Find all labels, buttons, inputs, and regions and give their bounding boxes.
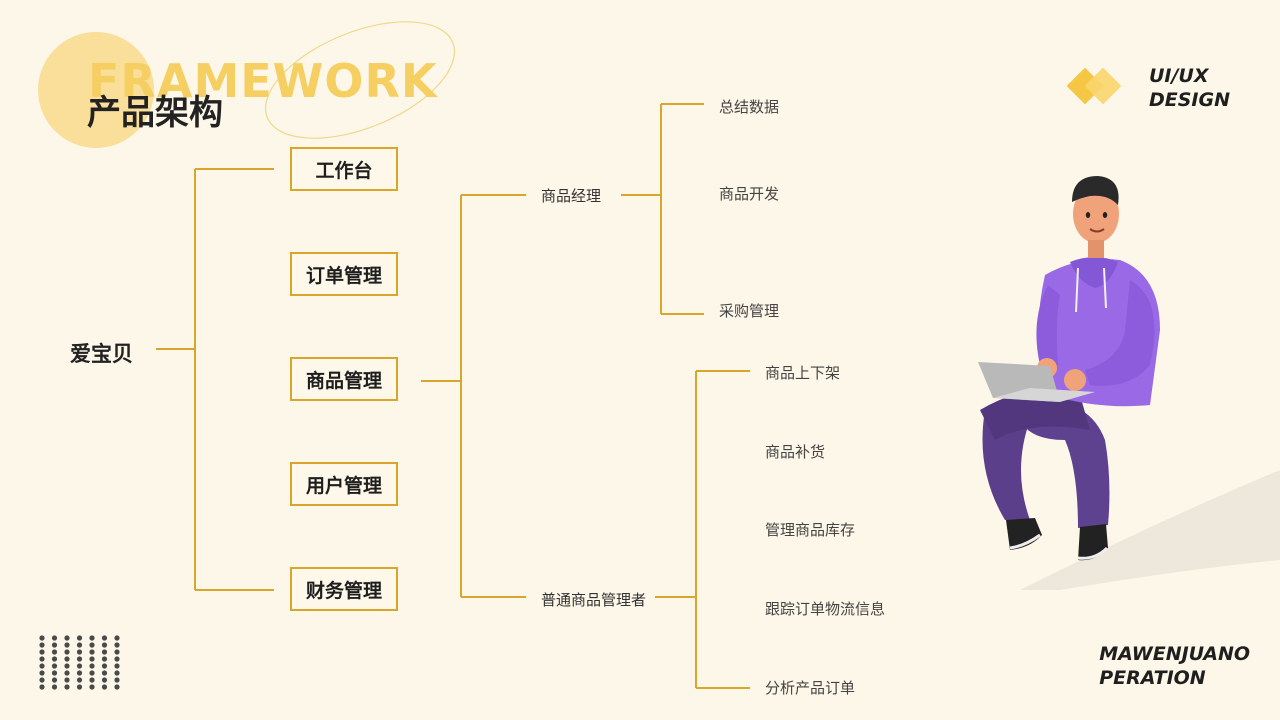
module-node-workbench: 工作台 — [290, 147, 398, 191]
floor-shadow-decoration — [1020, 470, 1280, 590]
role-node-general-manager: 普通商品管理者 — [537, 589, 651, 610]
task-node: 商品上下架 — [765, 364, 841, 382]
brand-line-2: DESIGN — [1149, 89, 1231, 111]
root-connectors — [156, 168, 274, 591]
module-node-users: 用户管理 — [290, 462, 398, 506]
role1-connectors — [621, 103, 704, 315]
module-node-orders: 订单管理 — [290, 252, 398, 296]
task-node: 采购管理 — [719, 302, 780, 320]
footer-line-1: MAWENJUANO — [1099, 643, 1250, 665]
task-node: 商品补货 — [765, 443, 826, 461]
tree-root-node: 爱宝贝 — [70, 342, 133, 366]
brand-logo-icon — [1066, 67, 1122, 105]
title-english: FRAMEWORK — [88, 54, 438, 108]
task-node: 分析产品订单 — [765, 679, 856, 697]
dot-grid-decoration — [39, 635, 120, 690]
task-node: 总结数据 — [719, 98, 780, 116]
title-circle-decoration — [38, 32, 154, 148]
brand-text: UI/UX DESIGN — [1149, 64, 1230, 112]
orbit-ring-decoration — [264, 21, 456, 139]
title-chinese: 产品架构 — [87, 93, 223, 133]
module-node-finance: 财务管理 — [290, 567, 398, 611]
role-node-product-manager: 商品经理 — [537, 185, 606, 206]
task-node: 管理商品库存 — [765, 521, 856, 539]
module-connectors — [421, 194, 526, 598]
role2-connectors — [655, 370, 750, 689]
task-node: 跟踪订单物流信息 — [765, 600, 886, 618]
task-node: 商品开发 — [719, 185, 780, 203]
brand-line-1: UI/UX — [1149, 65, 1209, 87]
footer-text: MAWENJUANO PERATION — [1099, 642, 1250, 690]
person-with-laptop-illustration — [978, 176, 1160, 561]
footer-line-2: PERATION — [1099, 667, 1206, 689]
module-node-products: 商品管理 — [290, 357, 398, 401]
